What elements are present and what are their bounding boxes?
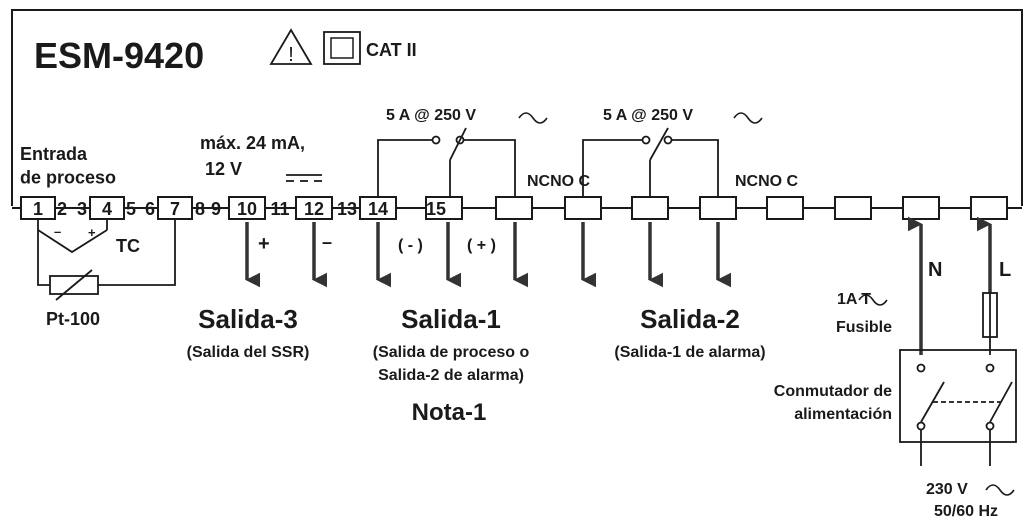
ac-symbol-icon bbox=[518, 112, 548, 124]
double-insulation-icon bbox=[323, 31, 361, 65]
fuse-label: Fusible bbox=[836, 319, 892, 336]
terminal-block bbox=[20, 196, 1008, 220]
out1-minus-label: ( - ) bbox=[398, 237, 423, 254]
terminal-number: 3 bbox=[77, 199, 87, 219]
tc-label: TC bbox=[116, 236, 140, 256]
supply-voltage: 230 V bbox=[926, 481, 968, 498]
terminal-number: 9 bbox=[211, 199, 221, 219]
neutral-label: N bbox=[928, 259, 942, 281]
model-title: ESM-9420 bbox=[34, 35, 204, 76]
svg-text:!: ! bbox=[288, 44, 294, 66]
warning-triangle-icon: ! bbox=[269, 28, 313, 66]
relay2-rating: 5 A @ 250 V bbox=[603, 107, 693, 124]
device-housing bbox=[11, 9, 1023, 206]
terminal-number: 6 bbox=[145, 199, 155, 219]
terminal-number: 15 bbox=[426, 199, 446, 219]
ac-symbol-icon bbox=[985, 484, 1015, 496]
relay2-contact bbox=[582, 127, 719, 197]
line-label: L bbox=[999, 259, 1011, 281]
tc-plus-sign: + bbox=[88, 225, 96, 240]
power-switch-symbol bbox=[899, 349, 1017, 466]
relay1-rating: 5 A @ 250 V bbox=[386, 107, 476, 124]
terminal-number: 11 bbox=[270, 199, 289, 219]
out1-title: Salida-1 bbox=[401, 304, 501, 334]
rtd-symbol bbox=[37, 219, 176, 301]
relay2-contacts-label: NCNO C bbox=[735, 173, 799, 190]
terminal-number: 12 bbox=[304, 199, 324, 219]
terminal-number: 10 bbox=[237, 199, 257, 219]
terminal-number: 4 bbox=[102, 199, 112, 219]
ac-symbol-icon bbox=[733, 112, 763, 124]
fuse-symbol bbox=[982, 292, 998, 355]
supply-frequency: 50/60 Hz bbox=[934, 503, 998, 520]
terminal-number: 8 bbox=[195, 199, 205, 219]
out1-plus-label: ( + ) bbox=[467, 237, 496, 254]
terminal-number: 7 bbox=[170, 199, 180, 219]
thermocouple-symbol bbox=[37, 219, 108, 254]
ssr-rating: máx. 24 mA, 12 V bbox=[200, 133, 305, 179]
terminal-number: 5 bbox=[126, 199, 136, 219]
terminal-numbers: 1 2 3 4 5 6 7 8 9 10 11 12 13 14 15 bbox=[33, 199, 446, 219]
terminal-number: 14 bbox=[368, 199, 388, 219]
relay1-contacts-label: NCNO C bbox=[527, 173, 591, 190]
pt100-label: Pt-100 bbox=[46, 309, 100, 329]
terminal-number: 2 bbox=[57, 199, 67, 219]
terminal-number: 13 bbox=[337, 199, 357, 219]
out2-title: Salida-2 bbox=[640, 304, 740, 334]
ssr-plus-sign: + bbox=[258, 233, 270, 255]
out2-desc: (Salida-1 de alarma) bbox=[614, 344, 765, 361]
ac-symbol-icon bbox=[858, 294, 888, 306]
dc-symbol bbox=[286, 174, 322, 182]
tc-minus-sign: – bbox=[54, 224, 61, 239]
relay1-contact bbox=[377, 127, 516, 197]
fuse-rating: 1A T bbox=[837, 291, 871, 308]
terminal-number: 1 bbox=[33, 199, 43, 219]
ssr-minus-sign: – bbox=[322, 232, 332, 252]
out1-note: Nota-1 bbox=[412, 399, 487, 426]
out3-title: Salida-3 bbox=[198, 304, 298, 334]
out3-desc: (Salida del SSR) bbox=[187, 344, 310, 361]
category-label: CAT II bbox=[366, 40, 417, 60]
